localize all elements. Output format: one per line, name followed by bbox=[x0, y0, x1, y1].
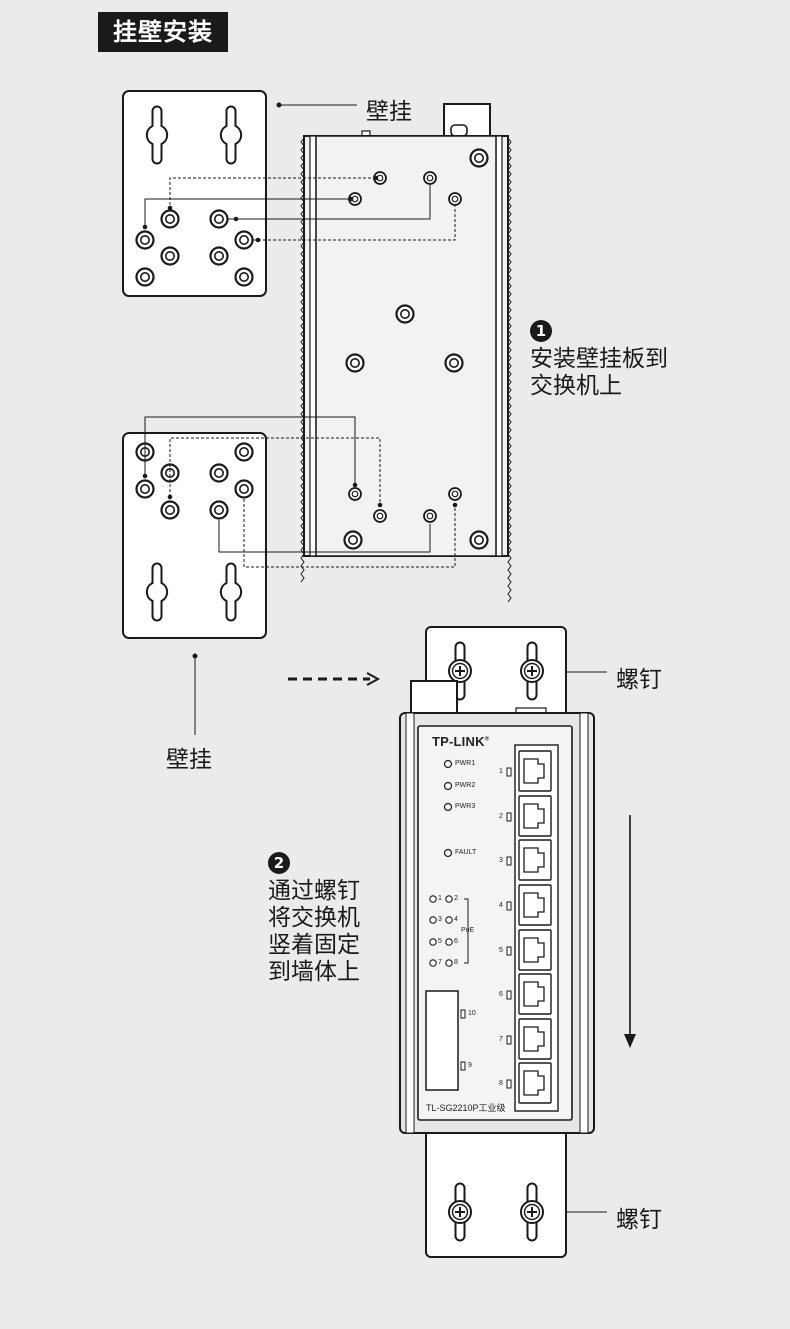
step-2: 2 通过螺钉 将交换机 竖着固定 到墙体上 bbox=[268, 848, 360, 986]
port-label-2: 2 bbox=[499, 813, 503, 820]
poe-led-6: 6 bbox=[454, 938, 458, 945]
wall-bracket-top bbox=[122, 90, 267, 297]
sfp-label-10: 10 bbox=[468, 1010, 476, 1017]
poe-led-5: 5 bbox=[438, 938, 442, 945]
port-label-8: 8 bbox=[499, 1080, 503, 1087]
alignment-lines-bottom bbox=[142, 416, 458, 568]
poe-led-8: 8 bbox=[454, 959, 458, 966]
poe-led-7: 7 bbox=[438, 959, 442, 966]
port-label-5: 5 bbox=[499, 947, 503, 954]
poe-label: PoE bbox=[461, 927, 475, 934]
mounted-switch bbox=[399, 626, 595, 1258]
port-label-7: 7 bbox=[499, 1036, 503, 1043]
alignment-lines-top bbox=[142, 175, 456, 243]
led-label-fault: FAULT bbox=[455, 849, 477, 856]
brand-logo: TP-LINK® bbox=[432, 734, 489, 749]
poe-led-4: 4 bbox=[454, 916, 458, 923]
poe-led-3: 3 bbox=[438, 916, 442, 923]
led-label-pwr3: PWR3 bbox=[455, 803, 476, 810]
switch-rear-view bbox=[300, 103, 512, 603]
port-label-6: 6 bbox=[499, 991, 503, 998]
port-label-4: 4 bbox=[499, 902, 503, 909]
model-label: TL-SG2210P工业级 bbox=[426, 1103, 506, 1113]
poe-led-2: 2 bbox=[454, 895, 458, 902]
bracket-label-top: 壁挂 bbox=[366, 99, 412, 125]
port-label-1: 1 bbox=[499, 768, 503, 775]
poe-led-1: 1 bbox=[438, 895, 442, 902]
section-title: 挂壁安装 bbox=[98, 12, 228, 52]
screw-label-bottom: 螺钉 bbox=[616, 1207, 662, 1233]
port-label-3: 3 bbox=[499, 857, 503, 864]
bracket-label-bottom: 壁挂 bbox=[166, 747, 212, 773]
wall-bracket-bottom bbox=[122, 432, 267, 639]
led-label-pwr1: PWR1 bbox=[455, 760, 476, 767]
brand-name: TP-LINK bbox=[432, 734, 485, 749]
led-label-pwr2: PWR2 bbox=[455, 782, 476, 789]
step-2-number: 2 bbox=[268, 852, 290, 874]
step-1-text: 安装壁挂板到 交换机上 bbox=[530, 346, 668, 399]
brand-mark: ® bbox=[484, 736, 490, 743]
arrow-down bbox=[624, 815, 636, 1048]
step-1: 1 安装壁挂板到 交换机上 bbox=[530, 316, 668, 400]
step-1-number: 1 bbox=[530, 320, 552, 342]
step-2-text: 通过螺钉 将交换机 竖着固定 到墙体上 bbox=[268, 878, 360, 985]
arrow-dashed-right bbox=[288, 672, 381, 686]
sfp-label-9: 9 bbox=[468, 1062, 472, 1069]
screw-label-top: 螺钉 bbox=[616, 667, 662, 693]
